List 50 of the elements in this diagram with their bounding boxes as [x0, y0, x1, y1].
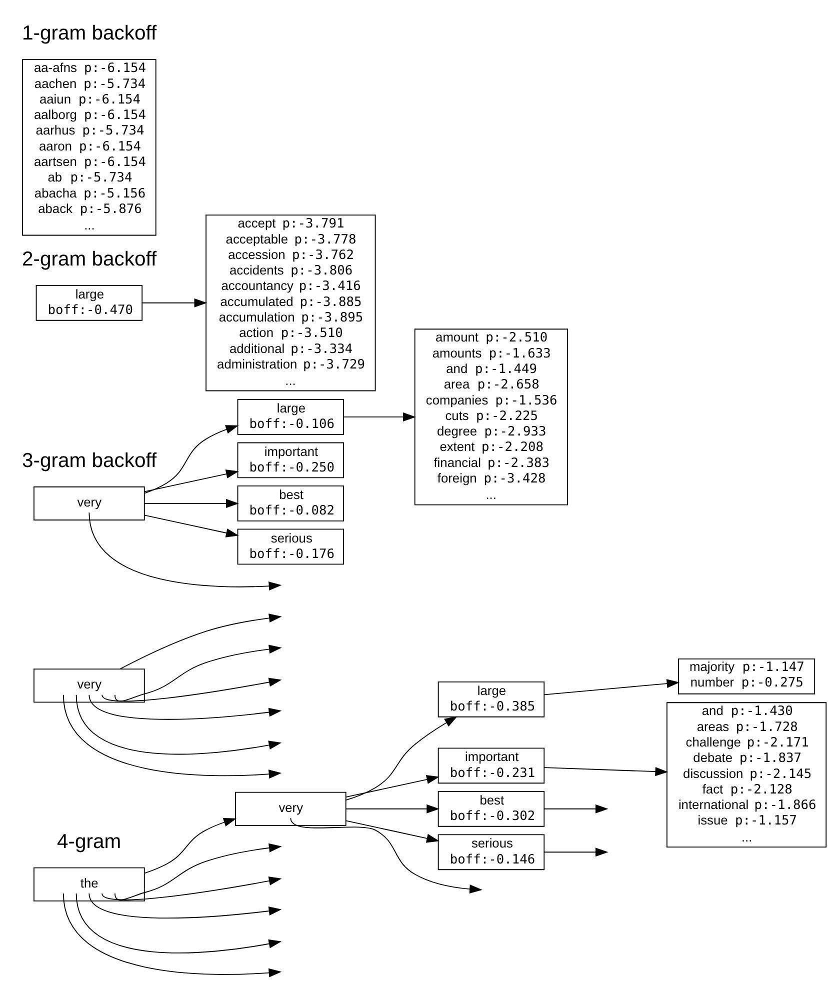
node-box: very	[34, 668, 145, 703]
arrow	[290, 818, 482, 894]
arrow	[114, 843, 282, 900]
arrow	[345, 820, 440, 843]
arrow	[88, 512, 282, 591]
arrow	[76, 893, 282, 954]
node-box: majority p:-1.147 number p:-0.275	[678, 658, 816, 694]
node-box: aa-afns p:-6.154 aachen p:-5.734 aaiun p:-6.154 aalborg p:-6.154 aarhus p:-5.734 aaron p:-6.154 aartsen p:-6.154 ab p:-5.734 abacha p:-5.156 aback p:-5.876 ...	[22, 59, 156, 236]
label: 2-gram backoff	[22, 248, 157, 271]
node-box: large boff:-0.470	[36, 284, 143, 321]
arrow	[346, 716, 458, 800]
arrow	[544, 767, 668, 776]
node-box: very	[235, 792, 346, 826]
node-box: the	[34, 867, 145, 902]
arrow	[144, 818, 237, 874]
node-box: important boff:-0.250	[237, 442, 344, 478]
node-box: serious boff:-0.146	[438, 834, 545, 870]
arrow	[114, 644, 282, 702]
arrow	[544, 679, 680, 696]
node-box: large boff:-0.106	[237, 399, 344, 435]
node-box: accept p:-3.791 acceptable p:-3.778 accession p:-3.762 accidents p:-3.806 accountancy p:-3.416 accumulated p:-3.885 accumulation p:-3.895 action p:-3.510 additional p:-3.334 administration p:-3.729 ...	[206, 214, 376, 392]
node-box: and p:-1.430 areas p:-1.728 challenge p:-2.171 debate p:-1.837 discussion p:-2.145 fact p:-2.128 international p:-1.866 issue p:-1.157 ...	[666, 702, 827, 848]
arrow	[88, 694, 282, 720]
arrow	[345, 775, 440, 798]
node-box: very	[34, 486, 145, 520]
label: 3-gram backoff	[22, 450, 157, 472]
label: 1-gram backoff	[22, 22, 157, 44]
arrow	[144, 470, 239, 492]
node-box: important boff:-0.231	[438, 748, 545, 784]
node-box: large boff:-0.385	[438, 681, 545, 718]
arrow	[544, 848, 608, 857]
node-box: best boff:-0.302	[438, 790, 545, 827]
arrow	[142, 298, 208, 308]
arrow	[76, 694, 282, 755]
arrow	[102, 876, 282, 900]
arrow	[144, 425, 239, 494]
node-box: best boff:-0.082	[237, 486, 344, 522]
arrow	[62, 694, 282, 779]
arrow	[345, 804, 440, 814]
node-box: serious boff:-0.176	[237, 528, 344, 565]
arrow	[120, 614, 282, 670]
arrow	[544, 804, 608, 814]
arrow	[144, 514, 239, 538]
arrow	[144, 498, 239, 508]
arrow	[102, 678, 282, 702]
arrow	[62, 893, 282, 978]
node-box: amount p:-2.510 amounts p:-1.633 and p:-1.449 area p:-2.658 companies p:-1.536 cuts p:-2.225 degree p:-2.933 extent p:-2.208 financial p:-2.383 foreign p:-3.428 ...	[414, 328, 568, 506]
label: 4-gram	[56, 831, 122, 854]
arrow	[88, 893, 282, 918]
arrow	[343, 412, 416, 422]
